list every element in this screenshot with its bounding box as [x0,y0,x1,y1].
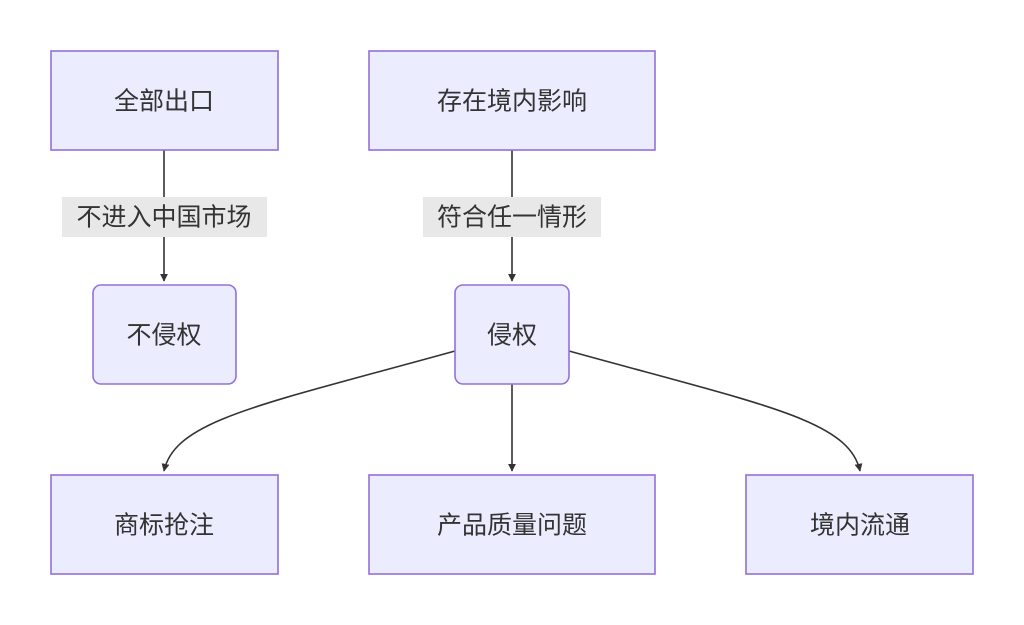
node-quality: 产品质量问题 [368,474,656,575]
node-trademark: 商标抢注 [50,474,279,575]
edge-label-text: 符合任一情形 [437,203,587,232]
edges [160,150,863,472]
edge-label-not-enter-market: 不进入中国市场 [62,197,267,237]
node-infringe: 侵权 [454,284,570,385]
node-label: 不侵权 [126,321,201,350]
node-all-export: 全部出口 [50,50,279,151]
node-label: 全部出口 [114,87,214,116]
edge-label-text: 不进入中国市场 [76,203,251,232]
node-box [50,474,279,575]
edge-label-background [62,197,267,237]
node-box [745,474,974,575]
edge-label-background [423,197,601,237]
node-label: 产品质量问题 [437,511,587,540]
node-box [92,284,237,385]
edge-infringe-to-circulation [568,350,863,472]
edge-label-meets-any-case: 符合任一情形 [423,197,601,237]
node-label: 侵权 [487,321,537,350]
node-box [50,50,279,151]
node-box [454,284,570,385]
node-box [368,474,656,575]
node-label: 境内流通 [810,511,910,540]
node-label: 存在境内影响 [437,87,587,116]
node-label: 商标抢注 [114,511,214,540]
node-no-infringe: 不侵权 [92,284,237,385]
edge-infringe-to-trademark [161,350,456,472]
node-domestic-impact: 存在境内影响 [368,50,656,151]
node-box [368,50,656,151]
node-circulation: 境内流通 [745,474,974,575]
